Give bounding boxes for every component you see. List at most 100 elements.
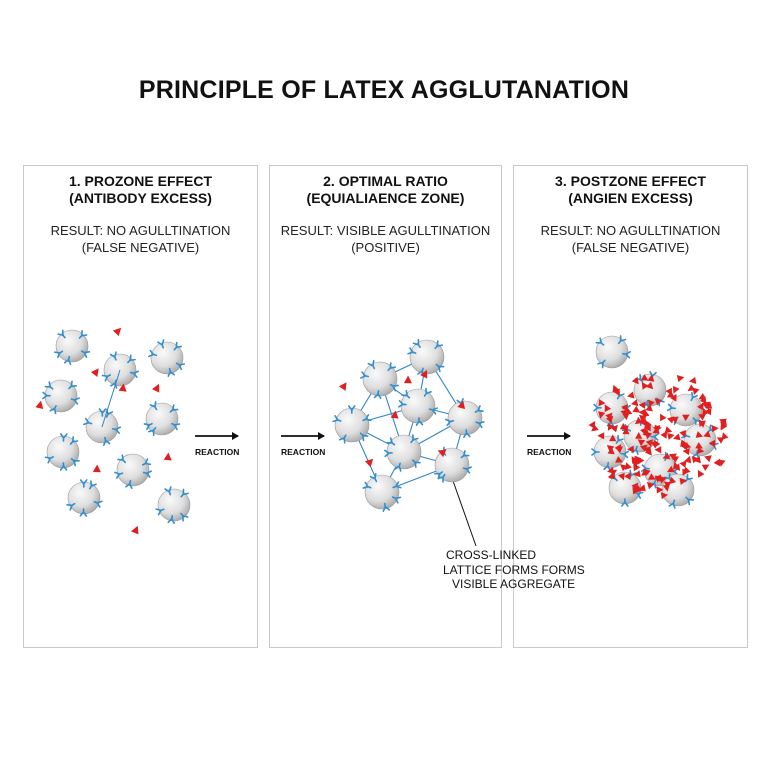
antigen-icon bbox=[682, 414, 690, 422]
antibody-icon bbox=[42, 391, 51, 400]
antigen-icon bbox=[646, 481, 655, 490]
antigen-icon bbox=[643, 468, 651, 477]
antibody-icon bbox=[70, 397, 80, 405]
antibody-icon bbox=[44, 381, 54, 390]
antibody-icon bbox=[410, 434, 419, 444]
panel-result: RESULT: NO AGULLTINATION (FALSE NEGATIVE… bbox=[24, 222, 257, 256]
antigen-icon bbox=[598, 411, 606, 419]
prozone-particles bbox=[35, 327, 191, 535]
lattice-particles bbox=[332, 338, 485, 512]
antibody-icon bbox=[148, 349, 158, 358]
antigen-icon bbox=[687, 384, 696, 392]
panel-result-line2: (POSITIVE) bbox=[351, 240, 420, 255]
antigen-icon bbox=[673, 433, 681, 441]
antibody-icon bbox=[347, 405, 356, 414]
antigen-icon bbox=[698, 414, 706, 421]
antigen-icon bbox=[112, 327, 122, 337]
antibody-icon bbox=[392, 496, 402, 504]
antigen-icon bbox=[634, 417, 643, 425]
antigen-icon bbox=[90, 368, 99, 377]
antigen-icon bbox=[679, 430, 687, 438]
antigen-icon bbox=[695, 431, 704, 438]
antigen-icon bbox=[624, 407, 633, 415]
antibody-icon bbox=[59, 462, 68, 471]
latex-bead bbox=[434, 447, 470, 483]
antigen-icon bbox=[667, 416, 675, 424]
callout-line3: VISIBLE AGGREGATE bbox=[452, 577, 576, 591]
antigen-icon bbox=[638, 401, 646, 409]
antigen-icon bbox=[613, 388, 620, 397]
antigen-icon bbox=[679, 460, 687, 468]
reaction-arrow-3: REACTION bbox=[527, 432, 571, 457]
antigen-icon bbox=[653, 425, 661, 433]
antibody-icon bbox=[685, 496, 695, 506]
callout-line2: LATTICE FORMS FORMS bbox=[443, 562, 585, 577]
antigen-icon bbox=[668, 476, 677, 485]
antibody-icon bbox=[167, 367, 175, 378]
antigen-icon bbox=[403, 375, 412, 384]
antibody-icon bbox=[142, 470, 153, 478]
antigen-icon bbox=[695, 442, 703, 449]
antibody-icon bbox=[157, 339, 165, 349]
antigen-icon bbox=[607, 423, 615, 431]
antigen-icon bbox=[640, 444, 648, 452]
antigen-icon bbox=[676, 375, 685, 383]
antigen-icon bbox=[625, 462, 632, 470]
latex-bead bbox=[145, 402, 179, 436]
panel-result-line2: (FALSE NEGATIVE) bbox=[81, 240, 200, 255]
antibody-icon bbox=[666, 403, 676, 412]
antigen-icon bbox=[640, 374, 649, 381]
antigen-icon bbox=[622, 413, 630, 421]
antibody-icon bbox=[474, 405, 484, 413]
antibody-icon bbox=[149, 401, 158, 411]
antibody-icon bbox=[175, 362, 185, 371]
antibody-icon bbox=[69, 436, 79, 445]
antibody-icon bbox=[392, 481, 402, 489]
antigen-icon bbox=[697, 402, 704, 411]
antigen-icon bbox=[632, 405, 641, 413]
antigen-icon bbox=[648, 399, 655, 408]
antibody-icon bbox=[369, 473, 378, 483]
antigen-icon bbox=[719, 418, 727, 426]
antigen-icon bbox=[606, 445, 615, 453]
antibody-icon bbox=[148, 427, 157, 437]
antibody-icon bbox=[617, 335, 627, 345]
antibody-icon bbox=[88, 480, 97, 490]
antibody-icon bbox=[621, 498, 629, 507]
antibody-icon bbox=[49, 405, 57, 415]
antigen-icon bbox=[644, 424, 651, 432]
panel-result-line1: RESULT: NO AGULLTINATION bbox=[540, 223, 721, 238]
antigen-icon bbox=[704, 401, 713, 409]
antigen-icon bbox=[639, 418, 646, 426]
antigen-icon bbox=[627, 445, 634, 453]
antibody-icon bbox=[412, 338, 421, 349]
panel-result-line2: (FALSE NEGATIVE) bbox=[571, 240, 690, 255]
antibody-icon bbox=[362, 414, 372, 422]
cross-link bbox=[101, 369, 121, 428]
antigen-icon bbox=[641, 382, 649, 390]
antigen-icon bbox=[35, 400, 44, 409]
antibody-icon bbox=[423, 387, 432, 397]
antigen-icon bbox=[664, 426, 673, 434]
antibody-icon bbox=[180, 488, 189, 498]
antigen-icon bbox=[662, 452, 671, 460]
antigen-icon bbox=[645, 381, 654, 390]
antigen-icon bbox=[163, 452, 172, 461]
antigen-icon bbox=[621, 425, 629, 433]
antigen-icon bbox=[152, 383, 160, 393]
antibody-icon bbox=[80, 350, 91, 358]
antibody-icon bbox=[109, 351, 117, 361]
antigen-icon bbox=[609, 469, 618, 477]
antibody-icon bbox=[112, 426, 122, 434]
arrow-label: REACTION bbox=[527, 447, 571, 457]
antigen-icon bbox=[654, 398, 662, 406]
antibody-icon bbox=[428, 407, 438, 415]
antibody-icon bbox=[622, 351, 632, 359]
antibody-icon bbox=[394, 462, 402, 472]
latex-bead bbox=[364, 474, 400, 510]
antibody-icon bbox=[387, 362, 396, 372]
antigen-icon bbox=[606, 415, 614, 424]
antigen-icon bbox=[634, 455, 642, 463]
antigen-icon bbox=[704, 408, 712, 416]
antigen-icon bbox=[660, 431, 668, 439]
